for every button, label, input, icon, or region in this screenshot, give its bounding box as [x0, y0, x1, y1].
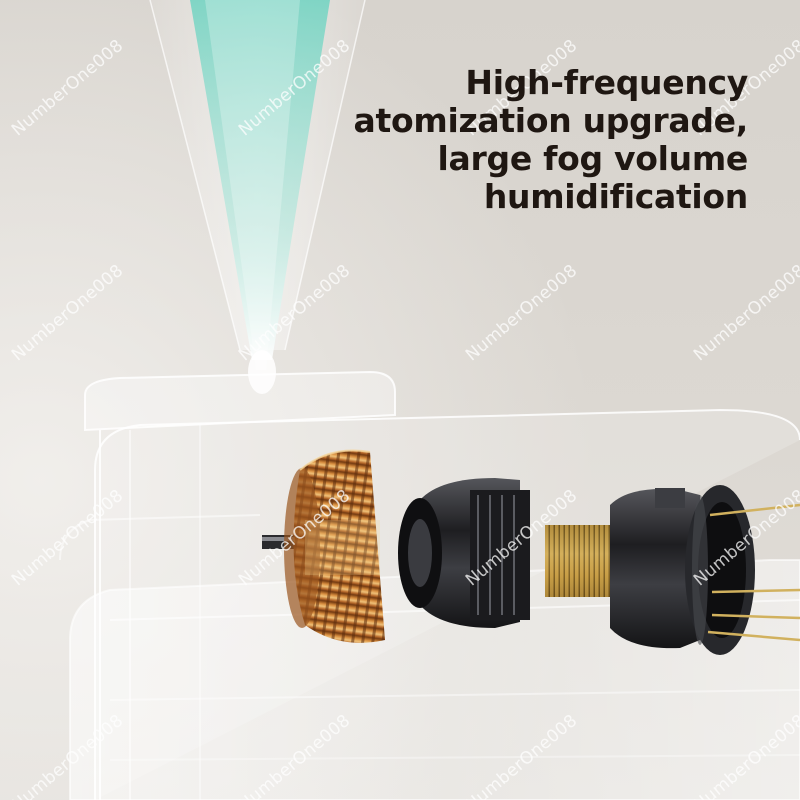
headline-line-2: atomization upgrade,	[353, 101, 749, 140]
motor-end-cap	[610, 485, 755, 655]
headline: High-frequency atomization upgrade, larg…	[288, 63, 749, 216]
mist-plume	[149, 0, 366, 394]
headline-line-3: large fog volume	[437, 139, 749, 178]
motor-housing	[398, 478, 530, 628]
motor-assembly	[262, 449, 800, 655]
headline-line-4: humidification	[483, 177, 748, 216]
headline-line-1: High-frequency	[465, 63, 748, 102]
copper-rotor	[284, 449, 385, 643]
connector-pins	[707, 503, 800, 642]
